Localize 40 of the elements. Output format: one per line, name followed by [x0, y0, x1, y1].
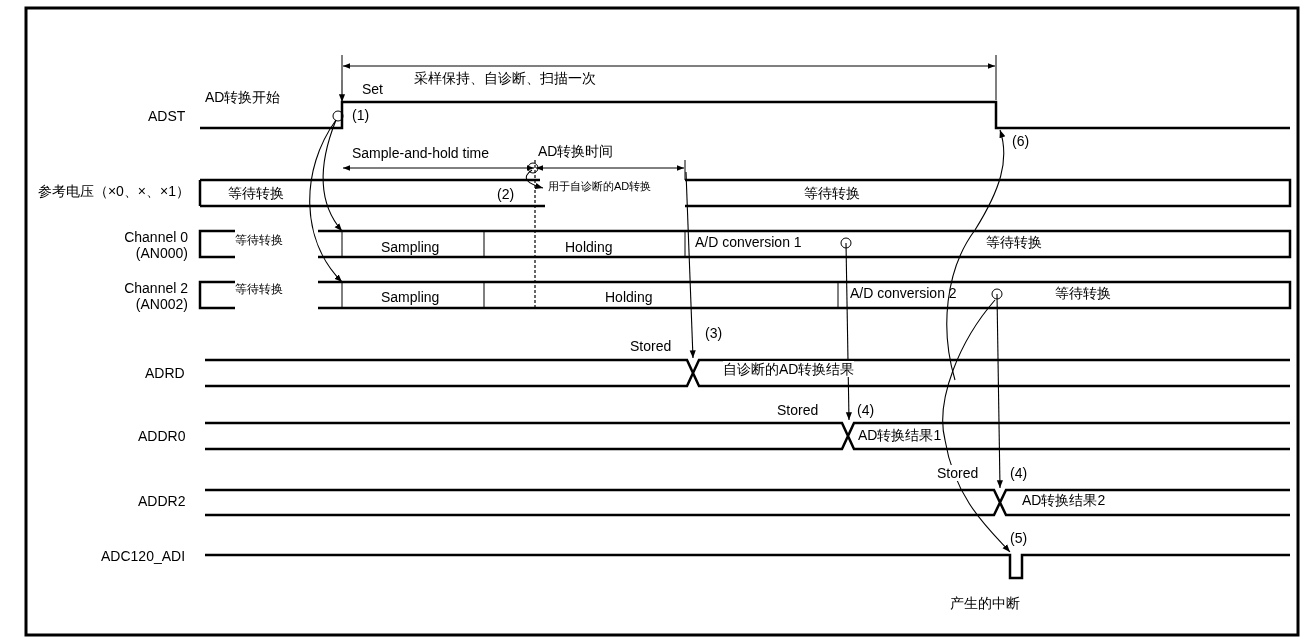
signal-name: ADST: [148, 108, 186, 125]
waveform-label: 等待转换: [235, 283, 283, 297]
dimension-label: AD转换时间: [538, 143, 614, 160]
waveform-label: 等待转换: [986, 234, 1042, 251]
signal-name: ADDR2: [138, 493, 186, 510]
event-label: Stored: [630, 338, 672, 355]
step-number: (6): [1012, 133, 1030, 150]
event-label: Stored: [937, 465, 979, 482]
waveform-label: 等待转换: [1055, 285, 1111, 302]
signal-name: 参考电压（×0、×、×1）: [36, 183, 190, 200]
waveform-label: 等待转换: [235, 234, 283, 248]
dimension-label: Sample-and-hold time: [352, 145, 489, 162]
waveform-label: Sampling: [381, 289, 440, 306]
waveform-label: 等待转换: [228, 185, 284, 202]
waveform-label: Sampling: [381, 239, 440, 256]
signal-name: ADDR0: [138, 428, 186, 445]
waveform-label: AD转换结果2: [1022, 492, 1106, 509]
waveform-label: Holding: [565, 239, 613, 256]
waveform-label: 自诊断的AD转换结果: [723, 361, 855, 378]
event-label: Stored: [777, 402, 819, 419]
event-label: 产生的中断: [950, 595, 1020, 612]
event-label: AD转换开始: [205, 89, 281, 106]
signal-name: Channel 2 (AN002): [123, 280, 188, 313]
step-number: (2): [497, 186, 515, 203]
waveform-label: 用于自诊断的AD转换: [548, 179, 652, 193]
waveform-label: A/D conversion 1: [695, 234, 802, 251]
step-number: (5): [1010, 530, 1028, 547]
step-number: (4): [1010, 465, 1028, 482]
waveform-label: Holding: [605, 289, 653, 306]
step-number: (3): [705, 325, 723, 342]
signal-name: ADC120_ADI: [101, 548, 186, 565]
step-number: (4): [857, 402, 875, 419]
event-label: Set: [362, 81, 383, 98]
signal-name: Channel 0 (AN000): [123, 229, 188, 262]
signal-name: ADRD: [145, 365, 185, 382]
waveform-label: A/D conversion 2: [850, 285, 957, 302]
step-number: (1): [352, 107, 370, 124]
dimension-label: 采样保持、自诊断、扫描一次: [414, 70, 596, 87]
waveform-label: AD转换结果1: [858, 427, 942, 444]
waveform-label: 等待转换: [804, 185, 860, 202]
